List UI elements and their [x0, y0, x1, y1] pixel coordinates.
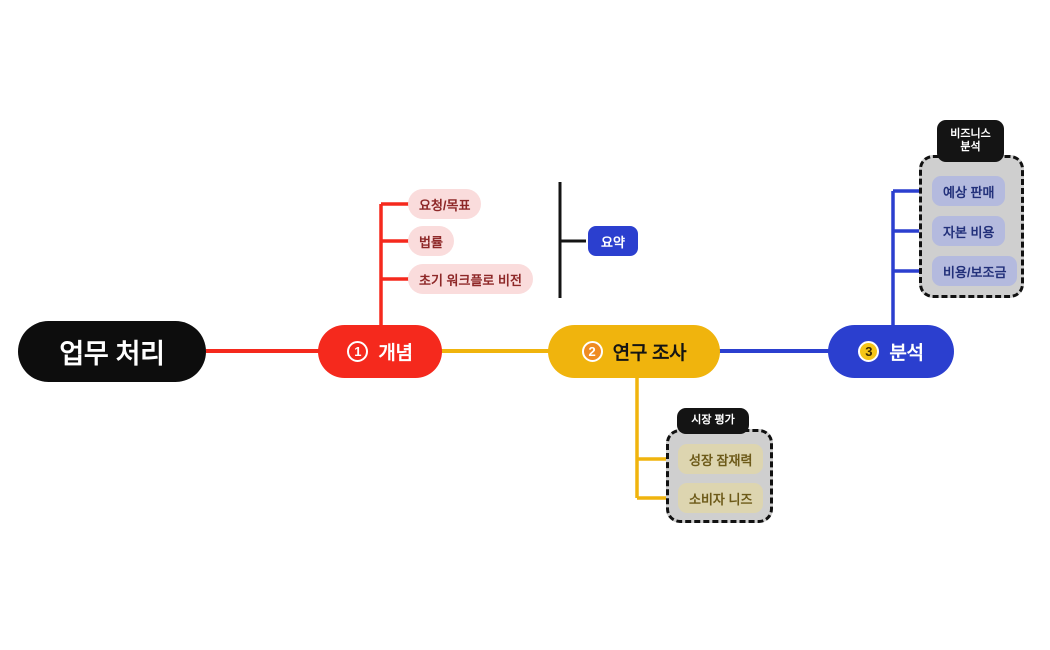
chip-consumer-needs[interactable]: 소비자 니즈 [678, 483, 764, 513]
node-analysis-number: 3 [858, 341, 880, 362]
chip-growth-potential[interactable]: 성장 잠재력 [678, 444, 764, 474]
node-analysis[interactable]: 3 분석 [828, 325, 954, 378]
chip-request-goal[interactable]: 요청/목표 [408, 189, 482, 219]
node-analysis-label: 분석 [889, 343, 924, 364]
node-concept[interactable]: 1 개념 [318, 325, 442, 378]
chip-expected-sales[interactable]: 예상 판매 [932, 176, 1006, 206]
group-title-market-assessment: 시장 평가 [677, 408, 749, 434]
badge-summary[interactable]: 요약 [588, 226, 638, 256]
node-research-number: 2 [581, 341, 603, 362]
chip-cost-subsidy[interactable]: 비용/보조금 [932, 256, 1018, 286]
node-research-label: 연구 조사 [612, 343, 687, 364]
chip-capital-cost[interactable]: 자본 비용 [932, 216, 1006, 246]
chip-initial-workflow-vision[interactable]: 초기 워크플로 비전 [408, 264, 533, 294]
node-root[interactable]: 업무 처리 [18, 321, 206, 382]
group-title-business-analysis: 비즈니스 분석 [937, 120, 1004, 162]
node-research[interactable]: 2 연구 조사 [548, 325, 720, 378]
chip-law[interactable]: 법률 [408, 226, 454, 256]
node-concept-number: 1 [347, 341, 369, 362]
node-root-label: 업무 처리 [59, 339, 165, 369]
node-concept-label: 개념 [378, 343, 413, 364]
